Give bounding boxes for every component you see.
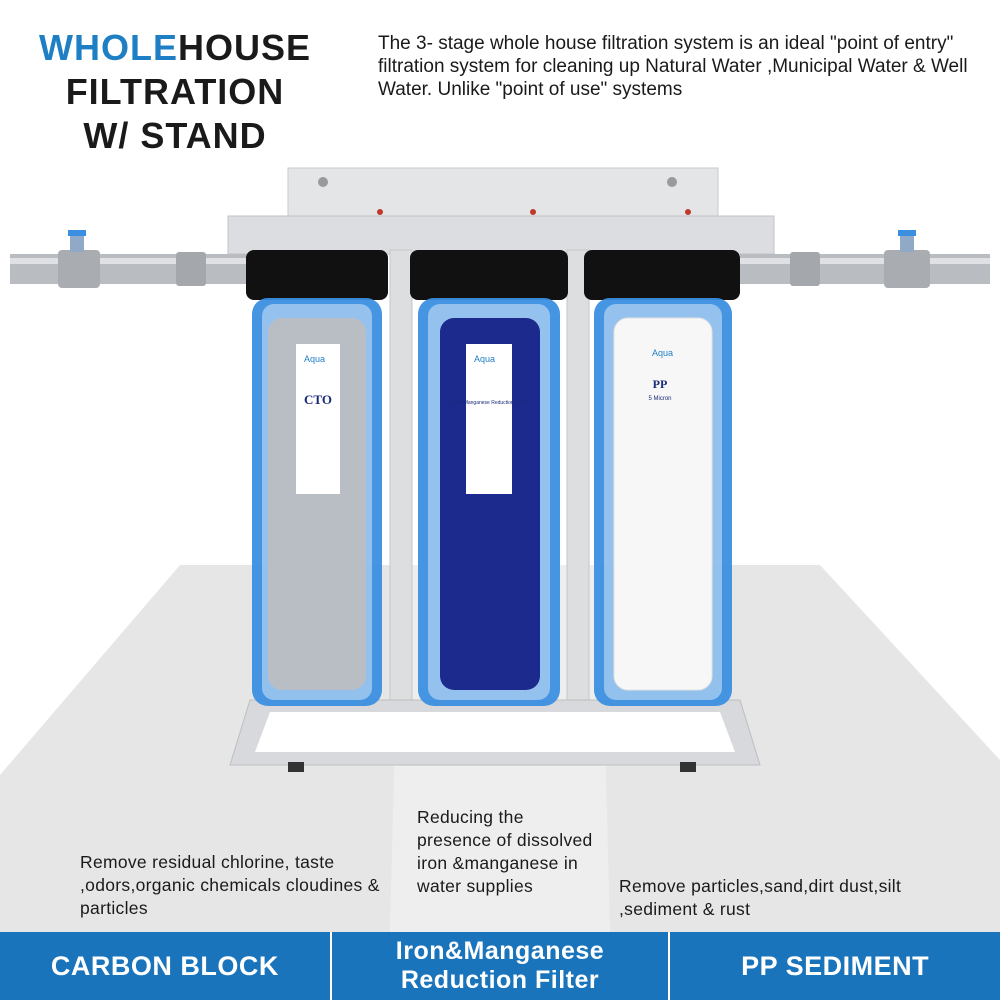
carbon-block-description: Remove residual chlorine, taste ,odors,o… (80, 852, 380, 918)
iron-manganese-description: Reducing the presence of dissolved iron … (417, 807, 593, 896)
pp-sediment-description: Remove particles,sand,dirt dust,silt ,se… (619, 876, 902, 919)
housing-pp-sediment: Aqua PP 5 Micron (584, 250, 740, 706)
housing-carbon-block: Aqua CTO (246, 250, 388, 706)
wall-bracket (227, 167, 775, 255)
outlet-pipe (740, 230, 990, 288)
stand-frame (229, 249, 761, 772)
cartridge-brand-3: Aqua (652, 348, 673, 358)
cartridge-sub-3: 5 Micron (648, 396, 671, 402)
cartridge-label-1: CTO (304, 392, 332, 407)
stage-label-carbon-block: CARBON BLOCK (50, 951, 279, 981)
stage-labels-bar: CARBON BLOCK Iron&Manganese Reduction Fi… (0, 932, 1000, 1000)
title-line-2: FILTRATION (65, 71, 285, 112)
intro-text: The 3- stage whole house filtration syst… (378, 33, 968, 100)
title-rest: HOUSE (177, 27, 311, 68)
title-accent: WHOLE (38, 27, 178, 68)
cartridge-brand-2: Aqua (474, 354, 495, 364)
inlet-pipe (10, 230, 250, 288)
housing-iron-manganese: Aqua Iron&Manganese Reduction Filter (410, 250, 568, 706)
cartridge-label-2: Iron&Manganese Reduction Filter (452, 400, 527, 406)
title-line-1: WHOLEHOUSE (10, 26, 340, 70)
stage-label-iron-manganese: Iron&Manganese Reduction Filter (329, 932, 671, 1000)
title-line-3: W/ STAND (83, 115, 267, 156)
page-title: WHOLEHOUSE FILTRATION W/ STAND (10, 26, 340, 158)
stage-label-pp-sediment: PP SEDIMENT (741, 951, 930, 981)
cartridge-brand-1: Aqua (304, 354, 325, 364)
filter-system-illustration: Aqua CTO Aqua Iron&Manganese Reduction F… (10, 167, 990, 772)
cartridge-label-3: PP (653, 377, 668, 391)
